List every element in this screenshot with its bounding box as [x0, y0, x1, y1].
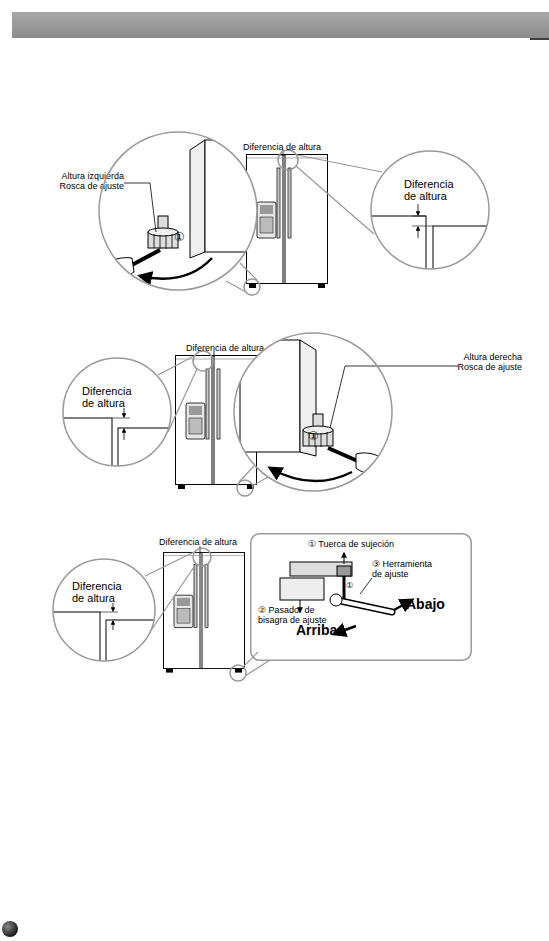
refrigerator: [247, 155, 328, 289]
leader-line: [239, 466, 254, 482]
magnifier-outline: [53, 559, 155, 661]
adjust-screw-label: Altura derecha Rosca de ajuste: [454, 352, 522, 372]
adjust-screw-label: Altura izquierda Rosca de ajuste: [48, 171, 124, 191]
magnifier-circle: Diferencia de altura: [370, 150, 490, 270]
height-arrow: [113, 603, 114, 611]
height-difference-label: Diferencia de altura: [175, 343, 275, 353]
inset-outline: [251, 534, 472, 661]
hinge-bracket: [290, 562, 352, 576]
turn-arrow: [270, 468, 352, 481]
node-outline: [52, 558, 156, 662]
page-bullet: [2, 921, 18, 937]
detail-inset: ① Tuerca de sujeción ③ Herramienta de aju…: [250, 533, 472, 661]
height-mark: [200, 546, 201, 553]
turn-arrow: [140, 258, 212, 279]
magnifier-circle: ①: [98, 131, 258, 291]
foot-detail: [100, 140, 275, 279]
door-step-detail: [360, 204, 503, 306]
part-label: ② Pasador de bisagra de ajuste: [258, 605, 334, 625]
screw-ridges: [154, 234, 172, 249]
leader-line: [168, 369, 197, 432]
magnifier-outline: [234, 333, 392, 491]
magnifier-circle: ①: [233, 332, 393, 492]
cabinet-corner: [240, 340, 300, 452]
hinge-pin: [343, 576, 346, 600]
refrigerator: [164, 552, 245, 672]
height-mark: [412, 226, 433, 227]
height-difference-label: Diferencia de altura: [82, 385, 146, 409]
height-mark: [412, 216, 426, 217]
height-mark: [112, 418, 130, 419]
leader-line: [226, 281, 246, 292]
magnifier-outline: [99, 132, 257, 290]
magnifier-outline: [63, 358, 171, 466]
node-outline: [370, 150, 490, 270]
header-rule: [530, 38, 549, 40]
detail-marker: [230, 665, 246, 681]
detail-marker: [244, 279, 260, 295]
height-difference-label: Diferencia de altura: [148, 537, 248, 547]
detail-marker: [193, 548, 211, 566]
direction-label: Abajo: [406, 597, 456, 612]
detail-marker: [193, 351, 213, 371]
height-difference-label: Diferencia de altura: [72, 580, 136, 604]
leader-line: [240, 263, 257, 280]
leader-line: [330, 366, 458, 428]
part-label: ① Tuerca de sujeción: [308, 539, 418, 549]
leader-line: [296, 166, 374, 234]
node-outline: [233, 332, 393, 492]
callout-number: ①: [174, 231, 190, 244]
foot-detail: [240, 340, 390, 481]
lock-nut: [337, 566, 351, 576]
leader-line: [158, 356, 194, 375]
leader-line: [252, 477, 268, 486]
leader-line: [145, 552, 194, 576]
callout-number: ①: [308, 430, 324, 443]
direction-arrow: [334, 626, 356, 634]
screwdriver: [328, 448, 360, 462]
part-label: ③ Herramienta de ajuste: [372, 559, 440, 579]
height-mark: [100, 612, 118, 613]
leader-line: [297, 155, 382, 172]
height-arrow: [418, 227, 419, 238]
height-arrow: [418, 204, 419, 215]
detail-marker: [278, 150, 298, 170]
wrench: [336, 600, 392, 612]
leader-line: [150, 564, 196, 632]
cabinet-side: [190, 140, 205, 258]
header-bar: [12, 12, 549, 38]
leader-line: [245, 660, 270, 676]
leader-line: [360, 578, 372, 594]
pointer-arrow: [344, 553, 345, 564]
right-door: [433, 226, 503, 306]
callout-number: ①: [346, 581, 360, 590]
cabinet-corner: [205, 140, 275, 252]
height-difference-label: Diferencia de altura: [404, 178, 468, 202]
height-arrow: [113, 621, 114, 630]
magnifier-circle: Diferencia de altura: [52, 558, 156, 662]
direction-label: Arriba: [296, 623, 352, 638]
node-outline: [62, 357, 172, 467]
leader-line: [124, 183, 156, 232]
wrench: [336, 600, 392, 612]
cabinet-top: [280, 578, 324, 600]
magnifier-circle: Diferencia de altura: [62, 357, 172, 467]
right-door: [118, 428, 180, 498]
door-step-detail: [50, 408, 180, 498]
wrench-jaw: [330, 594, 342, 606]
adjust-screw: [148, 228, 178, 236]
screwdriver: [130, 250, 160, 266]
height-arrow: [124, 429, 125, 440]
detail-marker: [237, 480, 253, 496]
height-arrow: [124, 408, 125, 417]
magnifier-outline: [371, 151, 489, 269]
left-door: [45, 612, 100, 672]
height-mark: [280, 155, 286, 156]
height-difference-label: Diferencia de altura: [232, 142, 332, 152]
node-outline: [98, 131, 258, 291]
